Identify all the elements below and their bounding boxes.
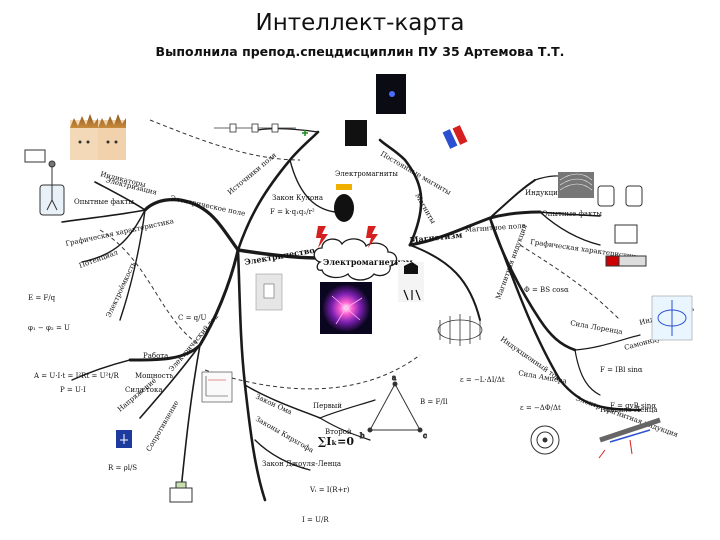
lamp-icon bbox=[255, 273, 283, 311]
formula-rel: Vᵢ = I(R+r) bbox=[309, 486, 350, 494]
solenoid-icon bbox=[651, 295, 693, 341]
boy-static-hair-icon bbox=[70, 114, 126, 160]
formula-phi: Φ = BS cosα bbox=[524, 286, 569, 294]
electromagnet-coil-icon bbox=[334, 184, 354, 222]
formula-resistance: R = ρl/S bbox=[108, 464, 137, 472]
page-title: Интеллект-карта bbox=[255, 10, 465, 36]
plasma-ball-icon bbox=[320, 282, 372, 334]
node-letter-a: a bbox=[392, 374, 396, 382]
person-icon bbox=[398, 262, 424, 302]
electroscope-icon bbox=[24, 149, 65, 216]
formula-emf: ε = −ΔΦ/Δt bbox=[520, 404, 561, 412]
formula-work: A = U·I·t = I²Rt = U²t/R bbox=[33, 372, 119, 380]
formula-self-ind: ε = −L·ΔI/Δt bbox=[460, 376, 505, 384]
iron-filings-icon bbox=[558, 172, 594, 198]
center-node: Электромагнетизм bbox=[313, 238, 413, 281]
label-experiments-right: Опытные факты bbox=[542, 210, 602, 218]
blue-photo-icon bbox=[116, 430, 132, 448]
trunk-lines bbox=[61, 128, 642, 502]
label-work: Работа bbox=[143, 352, 168, 360]
formula-sum-current: ∑Iₖ=0 bbox=[318, 435, 354, 448]
label-field-sources: Источники поля bbox=[226, 151, 278, 197]
page-subtitle: Выполнила препод.спецдисциплин ПУ 35 Арт… bbox=[155, 44, 565, 59]
label-first: Первый bbox=[313, 402, 342, 410]
label-joule-lenz: Закон Джоуля-Ленца bbox=[262, 460, 341, 468]
label-electricity: Электричество bbox=[244, 245, 316, 267]
formula-ohm: I = U/R bbox=[302, 516, 329, 524]
label-kirchhoff: Законы Кирхгофа bbox=[254, 415, 315, 455]
formula-potential: φ₁ − φ₂ = U bbox=[28, 324, 70, 332]
formula-capacitance: C = q/U bbox=[178, 314, 207, 322]
label-lenz-rule: Правило Ленца bbox=[600, 406, 658, 414]
resistor-icon bbox=[169, 481, 193, 503]
node-letter-b: b bbox=[360, 432, 365, 440]
formulas: F = k·q₁q₂/r² ∑Iₖ=0 I = U/R C = q/U E = … bbox=[28, 208, 656, 524]
label-voltage: Напряжение bbox=[116, 377, 158, 414]
label-power: Мощность bbox=[135, 372, 174, 380]
lightning-icon bbox=[316, 226, 378, 248]
formula-power: P = U·I bbox=[60, 386, 86, 394]
label-second: Второй bbox=[325, 428, 352, 436]
graph-icon bbox=[201, 371, 233, 403]
label-experiments-left: Опытные факты bbox=[74, 198, 134, 206]
node-letter-c: c bbox=[423, 432, 427, 440]
label-graphic-char-left: Графическая характеристика bbox=[65, 217, 175, 248]
formula-lorentz: F = qvB sinα bbox=[610, 402, 656, 410]
label-current-strength: Сила тока bbox=[125, 386, 163, 394]
coil-icon bbox=[437, 314, 483, 346]
formula-ampere: F = IBl sinα bbox=[600, 366, 643, 374]
dark-photo-icon bbox=[345, 74, 406, 146]
magnet-icon bbox=[442, 125, 468, 149]
label-lorentz-force: Сила Лоренца bbox=[570, 319, 623, 336]
label-electromagnets: Электромагниты bbox=[335, 170, 398, 178]
label-capacitance: Электроёмкость bbox=[105, 260, 138, 319]
dashed-connections bbox=[99, 119, 621, 390]
label-potential: Потенциал bbox=[78, 248, 120, 270]
label-induction: Индукция bbox=[525, 189, 563, 197]
compass-icon bbox=[597, 185, 647, 267]
label-coulomb: Закон Кулона bbox=[272, 194, 323, 202]
formula-field: E = F/q bbox=[28, 294, 56, 302]
label-magnetism: Магнетизм bbox=[409, 230, 463, 245]
galvanometer-icon bbox=[530, 417, 661, 459]
wire-row-icon bbox=[214, 123, 308, 136]
center-label: Электромагнетизм bbox=[323, 257, 413, 267]
formula-b-def: B = F/Il bbox=[420, 398, 448, 406]
label-magnets: Магниты bbox=[413, 192, 437, 226]
formula-coulomb: F = k·q₁q₂/r² bbox=[270, 208, 315, 216]
circuit-icon: a b c bbox=[360, 374, 428, 441]
